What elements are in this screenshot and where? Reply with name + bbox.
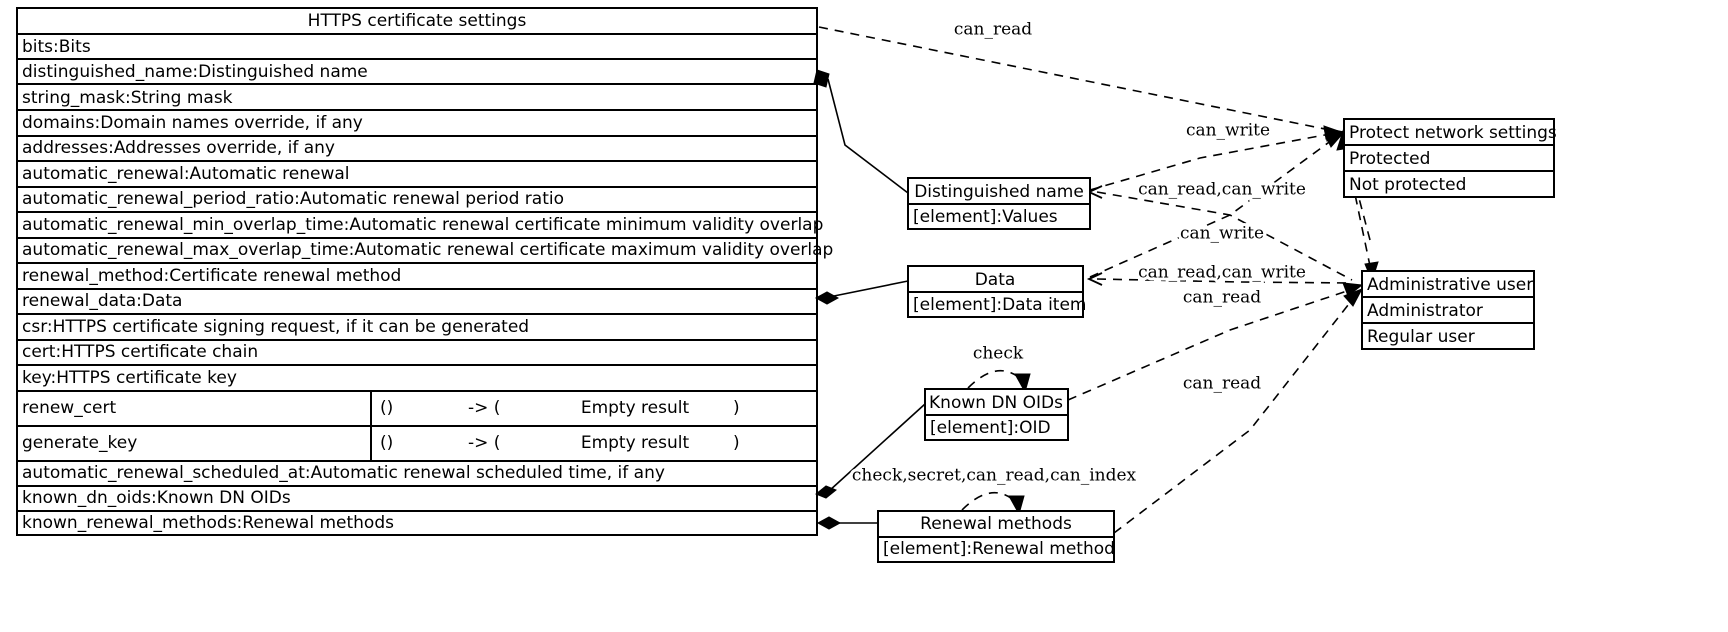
- class-box-known-dn-oids[interactable]: Known DN OIDs [element]:OID: [924, 388, 1069, 441]
- edge-label-can-read-2: can_read: [1183, 288, 1261, 308]
- attribute-row: automatic_renewal_min_overlap_time:Autom…: [22, 215, 823, 235]
- permission-edge-renewal-can-read: [1113, 288, 1364, 534]
- edge-label-can-read-3: can_read: [1183, 374, 1261, 394]
- permission-edge-dnoids-can-read: [1067, 282, 1364, 401]
- attribute-row: string_mask:String mask: [22, 88, 233, 108]
- self-loop-check-known-dn-oids: [967, 369, 1031, 394]
- class-box-https-certificate-settings[interactable]: HTTPS certificate settings bits:Bits dis…: [16, 7, 833, 536]
- attribute-row: known_renewal_methods:Renewal methods: [22, 513, 394, 533]
- class-row-distinguished-name: [element]:Values: [913, 207, 1058, 227]
- method-close-paren: ): [733, 433, 740, 453]
- edge-label-can-write-1: can_write: [1186, 121, 1270, 141]
- edge-label-check: check: [973, 344, 1024, 364]
- class-title-administrative-user: Administrative user: [1367, 275, 1533, 295]
- method-params: (): [380, 433, 393, 453]
- class-row-data: [element]:Data item: [913, 295, 1087, 315]
- edge-labels: can_read can_write can_read,can_write ca…: [849, 17, 1309, 489]
- attribute-row: automatic_renewal:Automatic renewal: [22, 164, 350, 184]
- attribute-row: automatic_renewal_scheduled_at:Automatic…: [22, 463, 665, 483]
- class-title-distinguished-name: Distinguished name: [914, 182, 1084, 202]
- class-row-renewal-methods: [element]:Renewal method: [883, 539, 1115, 559]
- attribute-row: automatic_renewal_period_ratio:Automatic…: [22, 189, 564, 209]
- attribute-row: addresses:Addresses override, if any: [22, 138, 335, 158]
- class-row-not-protected: Not protected: [1349, 175, 1466, 195]
- attribute-row: distinguished_name:Distinguished name: [22, 62, 368, 82]
- class-title-renewal-methods: Renewal methods: [920, 514, 1072, 534]
- attribute-row: domains:Domain names override, if any: [22, 113, 363, 133]
- edge-label-check-secret: check,secret,can_read,can_index: [852, 466, 1137, 486]
- method-name: generate_key: [22, 433, 137, 453]
- class-box-renewal-methods[interactable]: Renewal methods [element]:Renewal method: [877, 510, 1115, 563]
- edge-label-can-write-2: can_write: [1180, 224, 1264, 244]
- edge-label-can-read-top: can_read: [954, 20, 1032, 40]
- attribute-row: renewal_data:Data: [22, 291, 182, 311]
- permission-edge-data-can-write: [1089, 130, 1347, 278]
- class-box-protect-network-settings[interactable]: Protect network settings Protected Not p…: [1343, 118, 1557, 198]
- method-arrow: -> (: [468, 398, 500, 418]
- attribute-row: automatic_renewal_max_overlap_time:Autom…: [22, 240, 833, 260]
- composition-edge-distinguished-name: [813, 69, 909, 194]
- class-row-regular-user: Regular user: [1367, 327, 1475, 347]
- method-close-paren: ): [733, 398, 740, 418]
- composition-edge-known-dn-oids: [815, 403, 926, 499]
- method-result: Empty result: [581, 398, 690, 418]
- method-params: (): [380, 398, 393, 418]
- attribute-row: csr:HTTPS certificate signing request, i…: [22, 317, 529, 337]
- attribute-row: key:HTTPS certificate key: [22, 368, 237, 388]
- edge-label-can-read-can-write-2: can_read,can_write: [1138, 263, 1306, 283]
- attribute-row: cert:HTTPS certificate chain: [22, 342, 258, 362]
- class-row-protected: Protected: [1349, 149, 1430, 169]
- attribute-row: known_dn_oids:Known DN OIDs: [22, 488, 291, 508]
- attribute-row: renewal_method:Certificate renewal metho…: [22, 266, 401, 286]
- method-result: Empty result: [581, 433, 690, 453]
- class-title-protect-network-settings: Protect network settings: [1349, 123, 1557, 143]
- method-name: renew_cert: [22, 398, 117, 418]
- class-title-known-dn-oids: Known DN OIDs: [929, 393, 1063, 413]
- permission-edge-data-can-read-can-write: [1086, 272, 1353, 286]
- edge-label-can-read-can-write-1: can_read,can_write: [1138, 180, 1306, 200]
- class-box-data[interactable]: Data [element]:Data item: [907, 265, 1087, 318]
- class-row-known-dn-oids: [element]:OID: [930, 418, 1051, 438]
- class-box-distinguished-name[interactable]: Distinguished name [element]:Values: [907, 177, 1091, 230]
- method-arrow: -> (: [468, 433, 500, 453]
- class-title-main: HTTPS certificate settings: [308, 11, 527, 31]
- attribute-row: bits:Bits: [22, 37, 91, 57]
- composition-edge-renewal-methods: [816, 516, 878, 530]
- class-row-administrator: Administrator: [1367, 301, 1483, 321]
- class-title-data: Data: [975, 270, 1016, 290]
- self-loop-check-secret-renewal-methods: [961, 491, 1025, 516]
- composition-edge-data: [814, 280, 909, 305]
- class-box-administrative-user[interactable]: Administrative user Administrator Regula…: [1361, 270, 1535, 350]
